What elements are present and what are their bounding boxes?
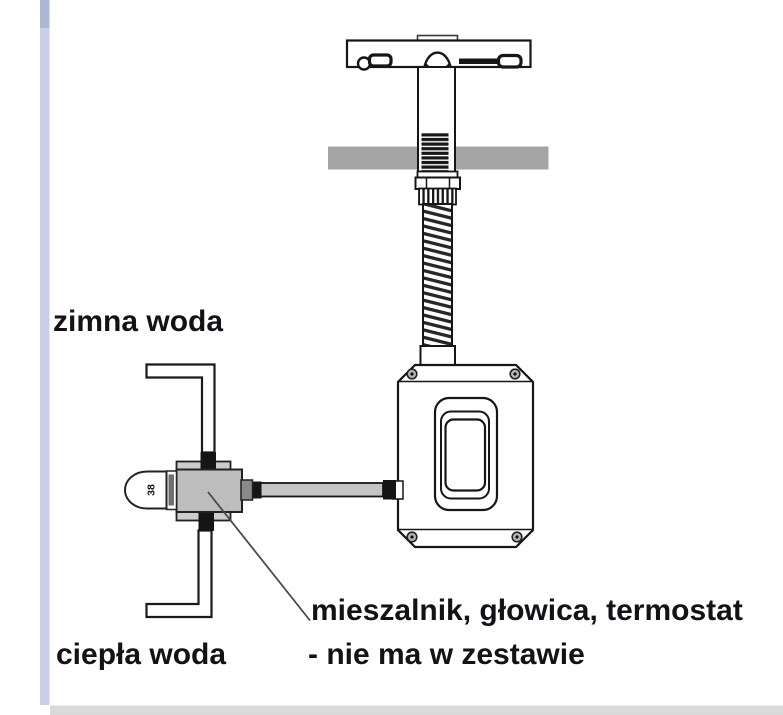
note-leader-line	[207, 491, 311, 622]
page-left-border-strip	[40, 0, 50, 705]
page-bottom-strip	[50, 705, 783, 715]
mounting-nut	[414, 176, 461, 190]
faucet-left-detail	[367, 53, 393, 68]
mixer-body	[175, 468, 243, 513]
warm-water-pipe	[145, 529, 213, 619]
mixer-note-line1: mieszalnik, głowica, termostat	[311, 594, 743, 627]
mixer-port-top	[200, 452, 216, 471]
faucet-head	[345, 34, 532, 75]
knob-temp-value: 38	[145, 484, 157, 496]
knurled-coupling	[418, 187, 457, 206]
flexible-hose	[422, 203, 453, 347]
knob-separator-inner	[168, 474, 174, 506]
mixer-assembly: 38	[124, 452, 254, 531]
warm-water-label: ciepła woda	[56, 638, 226, 671]
mixer-port-right	[240, 479, 254, 501]
faucet-right-slot	[459, 58, 518, 64]
corner-screw-icon	[406, 368, 523, 543]
hose-connector	[419, 345, 456, 367]
faucet-right-detail	[496, 53, 523, 69]
control-box	[396, 363, 535, 549]
mixer-port-bottom	[198, 511, 214, 531]
thermostat-knob	[124, 470, 168, 510]
threaded-rod	[421, 132, 449, 172]
pipe-fitting-left	[250, 481, 262, 499]
cold-water-pipe	[145, 363, 216, 454]
control-box-window	[433, 396, 499, 512]
pipe-fitting-right	[383, 480, 396, 500]
cold-water-label: zimna woda	[53, 305, 223, 338]
mixer-note-line2: - nie ma w zestawie	[308, 638, 585, 671]
supply-pipe	[250, 482, 384, 498]
